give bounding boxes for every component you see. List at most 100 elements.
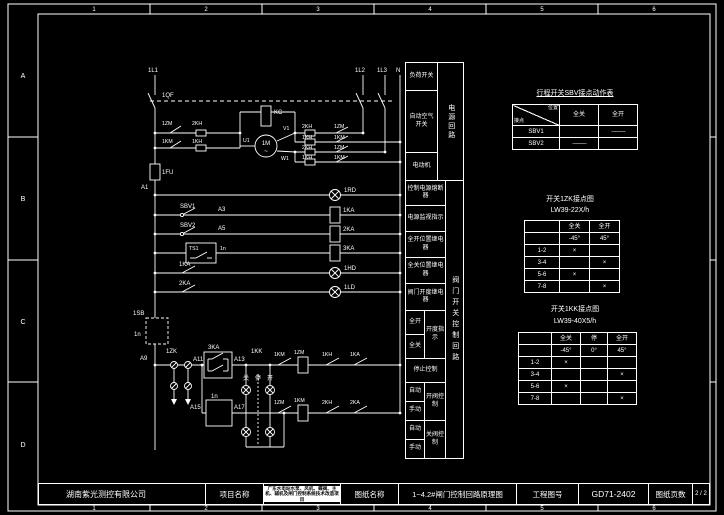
thermal-relay-symbol	[304, 158, 316, 166]
strip-group-control: 阀门开关控制回路	[445, 180, 464, 459]
wire-label: 1L2	[355, 68, 366, 74]
zk-cell: 45°	[589, 232, 620, 245]
strip-row: 自动	[405, 420, 425, 440]
zk-table-subtitle: LW39-22X/h	[550, 207, 590, 214]
table-row: 3-4 ×	[524, 256, 620, 269]
project-label: 项目名称	[205, 483, 264, 505]
kk-cell: 3-4	[518, 368, 552, 381]
zk-cell: ×	[589, 280, 620, 293]
sbv-table-title: 行程开关SBV接点动作表	[536, 90, 614, 97]
contact-label: 2KH	[322, 400, 332, 406]
strip-row: 阀门开度继电器	[405, 283, 446, 311]
table-row: 5-6 ×	[518, 380, 637, 393]
zone-letter: B	[21, 196, 26, 203]
kk-cell	[580, 368, 608, 381]
zk-cell	[589, 268, 620, 281]
push-button-symbols	[241, 385, 275, 437]
device-label: 1KM	[162, 139, 173, 145]
thermal-relay-symbol	[195, 144, 207, 152]
coil-label: 3KA	[343, 246, 354, 252]
coil-label: 1KA	[343, 208, 354, 214]
relay-contact-box	[205, 399, 233, 427]
zk-cell	[524, 220, 560, 233]
frame-border	[7, 3, 717, 512]
zk-cell: 全开	[589, 220, 620, 233]
page-count: 2 / 2	[692, 483, 710, 505]
device-label: 3KA	[208, 345, 219, 351]
project-name: 广东水电站水泵、风机、蝶阀、主机、辅机及闸门控制系统技术改造项目	[264, 486, 340, 502]
sbv-col-header: 全关	[559, 104, 599, 126]
kk-cell: -45°	[551, 344, 581, 357]
device-label: 1n	[220, 246, 226, 252]
contact-label: 2KA	[179, 281, 190, 287]
zone-letter: D	[20, 442, 25, 449]
table-row: SBV1 ────	[512, 125, 638, 138]
zone-number: 4	[428, 506, 432, 512]
zone-number: 3	[316, 506, 320, 512]
zone-number: 6	[652, 506, 656, 512]
device-label: 1n	[211, 394, 218, 400]
contact-label: 1KH	[322, 352, 332, 358]
device-label: 1KM	[334, 155, 345, 161]
zone-number: 2	[204, 506, 208, 512]
thermal-relay-symbol	[304, 148, 316, 156]
strip-row: 手动	[405, 439, 425, 459]
wire-label: 1L1	[148, 68, 159, 74]
terminal-label: V1	[283, 126, 289, 132]
strip-row: 手动	[405, 401, 425, 421]
zk-cell: ×	[559, 268, 590, 281]
kk-table-title: 开关1KK接点图	[550, 306, 600, 313]
strip-group-power: 电源回路	[437, 62, 464, 181]
junction-dots	[153, 131, 402, 415]
terminal-label: U1	[243, 138, 250, 144]
device-label: SBV2	[180, 223, 196, 229]
zk-cell	[524, 232, 560, 245]
strip-row: 全开	[405, 310, 425, 335]
kk-cell: ×	[551, 380, 581, 393]
wire-label: N	[396, 68, 400, 74]
zk-cell: 7-8	[524, 280, 560, 293]
zk-cell: ×	[589, 256, 620, 269]
relay-coil-symbol	[329, 244, 341, 262]
thermal-relay-symbol	[304, 129, 316, 137]
strip-row: 全关	[405, 334, 425, 359]
wire-label: A5	[218, 226, 226, 232]
button-position-label: 开	[267, 375, 273, 382]
strip-row: 全关位置继电器	[405, 257, 446, 284]
emergency-stop-box	[145, 317, 169, 345]
lamp-label: 1LD	[344, 285, 356, 291]
strip-row: 停止控制	[405, 358, 446, 383]
wire-label: 1L3	[377, 68, 388, 74]
sbv-state-cell	[559, 125, 599, 138]
table-row: -45° 0° 45°	[518, 344, 637, 357]
zk-cell	[559, 256, 590, 269]
sbv-corner-cell: 位置 接点	[512, 104, 560, 126]
device-label: 1QF	[162, 93, 174, 99]
relay-coil-symbol	[329, 225, 341, 243]
device-label: 1KK	[251, 349, 262, 355]
drawing-number: GD71-2402	[578, 483, 649, 505]
zone-number: 2	[204, 7, 208, 13]
corner-top-label: 位置	[547, 105, 558, 111]
device-label: 1SB	[133, 311, 144, 317]
zk-cell	[589, 244, 620, 257]
kk-cell	[580, 380, 608, 393]
device-label: 1ZK	[166, 349, 177, 355]
table-row: 全关 停 全开	[518, 332, 637, 345]
coil-label: 1ZM	[294, 350, 304, 356]
wire-label: A9	[140, 356, 148, 362]
kk-cell: 全关	[551, 332, 581, 345]
table-row: -45° 45°	[524, 232, 620, 245]
circuit-symbols	[145, 105, 402, 437]
motor-label: 1M	[262, 141, 270, 147]
kk-cell: 停	[580, 332, 608, 345]
zone-number: 5	[540, 7, 544, 13]
contact-label: 1KA	[179, 262, 190, 268]
contactor-coil-symbol	[297, 356, 309, 374]
zk-cell: 5-6	[524, 268, 560, 281]
zk-cell: 3-4	[524, 256, 560, 269]
kk-cell: ×	[607, 392, 637, 405]
device-label: 1KM	[334, 135, 345, 141]
terminal-label: W1	[281, 156, 289, 162]
company-cell: 湖南紫光测控有限公司	[38, 483, 206, 505]
